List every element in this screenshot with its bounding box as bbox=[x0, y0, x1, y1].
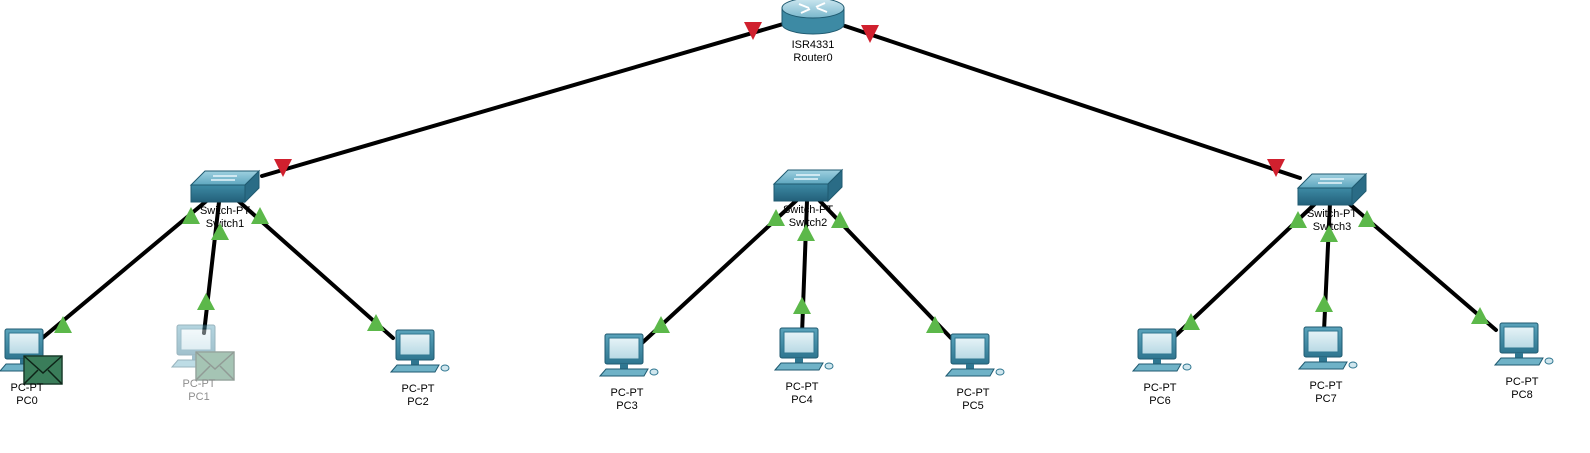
link-status-up-icon bbox=[1182, 313, 1200, 330]
pc-icon bbox=[944, 333, 1005, 377]
pdu-envelope-icon[interactable] bbox=[195, 351, 235, 381]
pc-name-label: PC6 bbox=[1149, 395, 1170, 407]
link-status-up-icon bbox=[767, 209, 785, 226]
link-sw1-pc0[interactable] bbox=[38, 196, 212, 342]
link-status-up-icon bbox=[831, 211, 849, 228]
link-status-up-icon bbox=[182, 207, 200, 224]
pc-icon bbox=[1493, 322, 1554, 366]
pc-icon bbox=[389, 329, 450, 373]
devices-layer: ISR4331Router0Switch-PTSwitch1Switch-PTS… bbox=[0, 0, 1554, 412]
pc-name-label: PC8 bbox=[1511, 389, 1532, 401]
link-status-up-icon bbox=[367, 314, 385, 331]
link-status-up-icon bbox=[793, 297, 811, 314]
router-icon bbox=[781, 0, 845, 35]
pc-model-label: PC-PT bbox=[1310, 380, 1343, 392]
link-status-up-icon bbox=[211, 223, 229, 240]
pc-model-label: PC-PT bbox=[786, 381, 819, 393]
pc-model-label: PC-PT bbox=[183, 378, 216, 390]
switch-model-label: Switch-PT bbox=[783, 204, 833, 216]
switch-icon bbox=[1296, 172, 1368, 207]
pc-icon bbox=[170, 324, 231, 368]
switch-icon bbox=[772, 168, 844, 203]
link-sw1-pc1[interactable] bbox=[202, 200, 221, 335]
link-status-up-icon bbox=[251, 207, 269, 224]
link-router-sw1[interactable] bbox=[260, 20, 792, 178]
pc-model-label: PC-PT bbox=[1506, 376, 1539, 388]
pc-name-label: PC7 bbox=[1315, 393, 1336, 405]
switch-name-label: Switch1 bbox=[206, 218, 245, 230]
link-status-up-icon bbox=[54, 316, 72, 333]
pc-model-label: PC-PT bbox=[611, 387, 644, 399]
link-status-up-icon bbox=[797, 224, 815, 241]
pc-icon bbox=[1131, 328, 1192, 372]
pc-name-label: PC2 bbox=[407, 396, 428, 408]
pc-name-label: PC0 bbox=[16, 395, 37, 407]
switch-name-label: Switch3 bbox=[1313, 221, 1352, 233]
link-router-sw3[interactable] bbox=[843, 24, 1302, 180]
link-status-up-icon bbox=[1471, 307, 1489, 324]
link-status-up-icon bbox=[926, 316, 944, 333]
status-markers-layer bbox=[54, 22, 1489, 333]
pc-model-label: PC-PT bbox=[11, 382, 44, 394]
pc-model-label: PC-PT bbox=[957, 387, 990, 399]
pc-name-label: PC3 bbox=[616, 400, 637, 412]
link-status-up-icon bbox=[1320, 225, 1338, 242]
router-name-label: Router0 bbox=[793, 52, 832, 64]
pc-icon bbox=[598, 333, 659, 377]
link-status-up-icon bbox=[1358, 210, 1376, 227]
link-status-up-icon bbox=[197, 293, 215, 310]
switch-name-label: Switch2 bbox=[789, 217, 828, 229]
pc-icon bbox=[773, 327, 834, 371]
switch-model-label: Switch-PT bbox=[1307, 208, 1357, 220]
switch-icon bbox=[189, 169, 261, 204]
pc-name-label: PC1 bbox=[188, 391, 209, 403]
link-status-down-icon bbox=[1267, 159, 1285, 177]
link-status-down-icon bbox=[861, 25, 879, 43]
link-status-down-icon bbox=[744, 22, 762, 40]
pc-name-label: PC4 bbox=[791, 394, 812, 406]
link-status-up-icon bbox=[652, 316, 670, 333]
router-model-label: ISR4331 bbox=[792, 39, 835, 51]
pc-model-label: PC-PT bbox=[1144, 382, 1177, 394]
pc-name-label: PC5 bbox=[962, 400, 983, 412]
pc-model-label: PC-PT bbox=[402, 383, 435, 395]
link-status-down-icon bbox=[274, 159, 292, 177]
pc-icon bbox=[1297, 326, 1358, 370]
switch-model-label: Switch-PT bbox=[200, 205, 250, 217]
pdu-envelope-icon[interactable] bbox=[23, 355, 63, 385]
link-status-up-icon bbox=[1315, 295, 1333, 312]
link-status-up-icon bbox=[1289, 211, 1307, 228]
